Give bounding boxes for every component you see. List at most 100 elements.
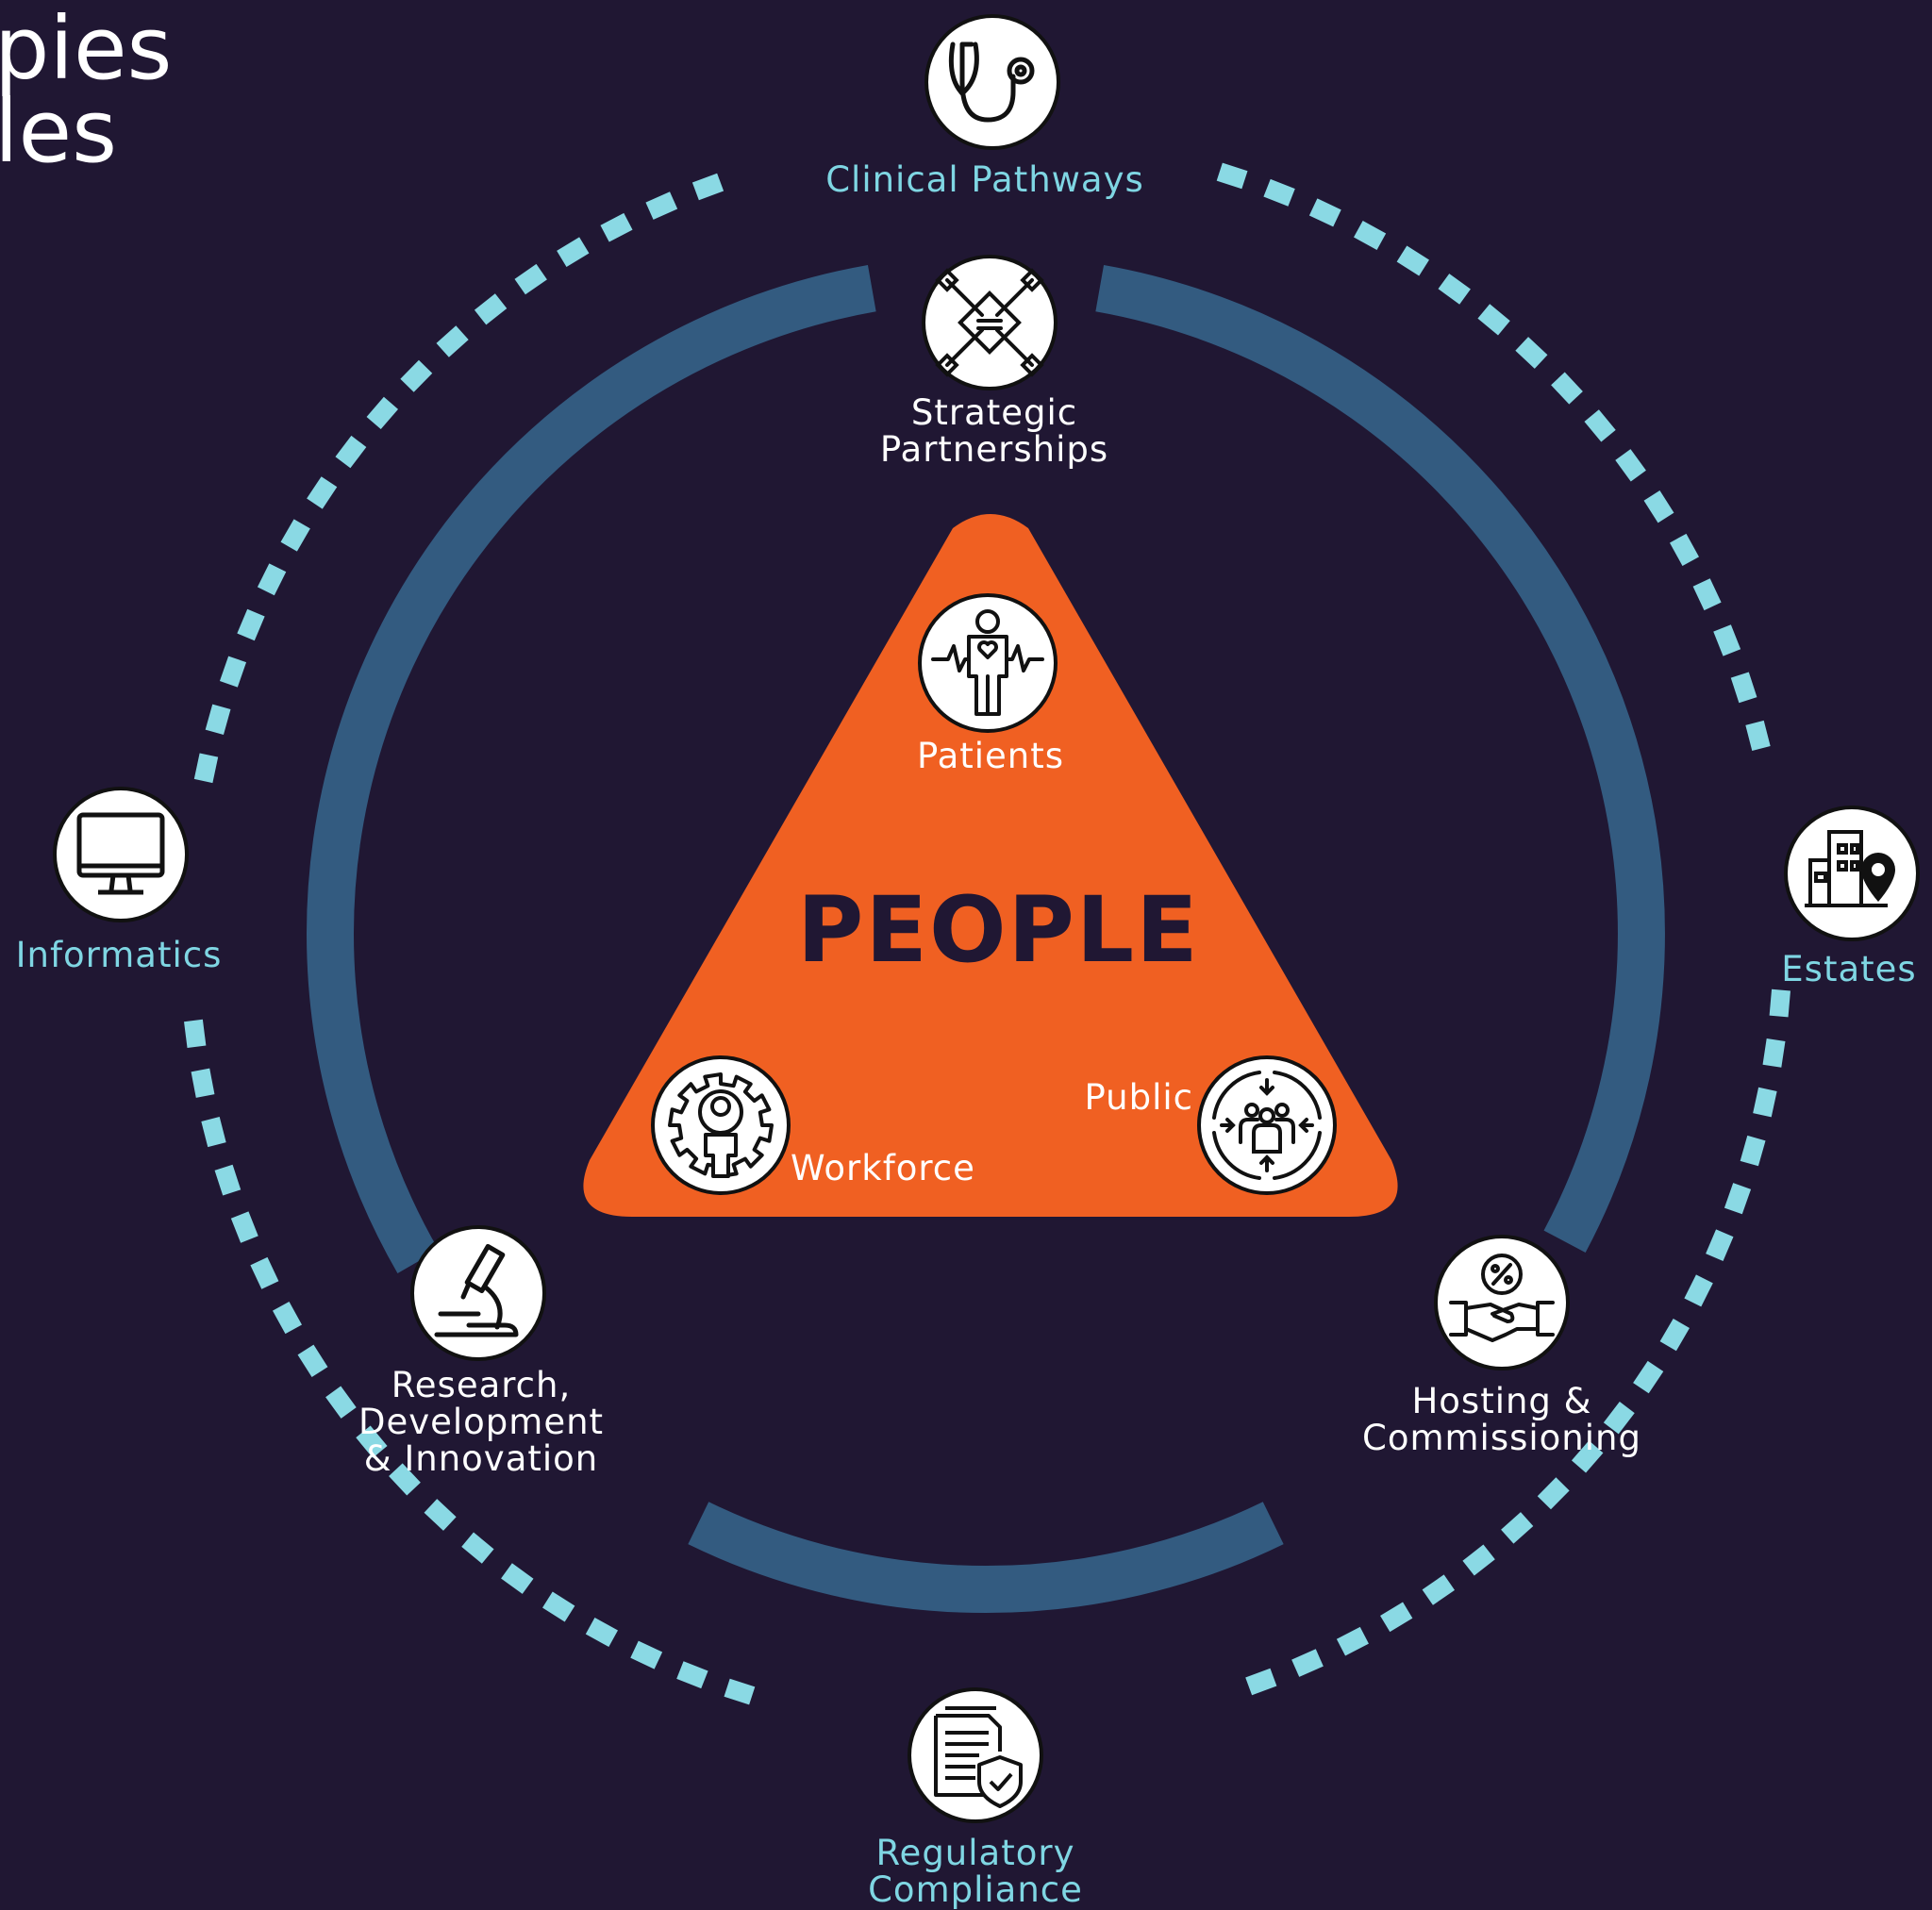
- outer-ring-dot: [474, 293, 508, 325]
- outer-ring-dot: [250, 1256, 279, 1289]
- outer-ring-dot: [325, 1386, 357, 1419]
- outer-ring-dot: [1669, 533, 1700, 566]
- person-gear-icon: [651, 1055, 791, 1195]
- outer-ring-dot: [1724, 1183, 1752, 1215]
- outer-ring-dot: [219, 656, 247, 688]
- outer-ring-dot: [1684, 1274, 1713, 1307]
- outer-ring-dot: [501, 1563, 534, 1594]
- outer-ring-dot: [1515, 337, 1548, 369]
- outer-ring-dot: [1216, 162, 1248, 190]
- microscope-icon: [410, 1225, 546, 1361]
- outer-ring-dot: [1584, 409, 1616, 442]
- informatics-label: Informatics: [15, 935, 223, 975]
- outer-ring-dot: [1762, 1038, 1786, 1068]
- outer-ring-dot: [184, 1019, 207, 1049]
- outer-ring-dot: [600, 212, 633, 242]
- outer-ring-dot: [1643, 490, 1674, 523]
- strategic-partnerships-line-2: Partnerships: [879, 428, 1109, 470]
- research-line-2: Development: [358, 1401, 605, 1442]
- outer-ring-dot: [1263, 178, 1295, 207]
- research-line-3: & Innovation: [363, 1437, 599, 1479]
- outer-ring-dot: [1336, 1626, 1369, 1656]
- outer-ring-dot: [237, 608, 265, 641]
- document-shield-icon: [908, 1687, 1043, 1823]
- outer-ring-dot: [201, 1117, 226, 1148]
- outer-ring-dot: [630, 1640, 663, 1669]
- clinical-pathways-label: Clinical Pathways: [825, 159, 1144, 200]
- patient-heartbeat-icon: [918, 593, 1058, 733]
- outer-ring-dot: [1245, 1668, 1277, 1696]
- outer-ring-dot: [691, 173, 724, 201]
- handshake-percent-icon: [1434, 1235, 1570, 1370]
- strategic-partnerships-line-1: Strategic: [910, 392, 1078, 433]
- outer-ring-dot: [400, 359, 433, 392]
- outer-ring-dot: [191, 1068, 215, 1098]
- inner-ring: [307, 264, 1665, 1613]
- hosting-line-2: Commissioning: [1362, 1417, 1641, 1458]
- outer-ring-dot: [1396, 245, 1429, 276]
- outer-ring-dot: [1713, 624, 1741, 656]
- outer-ring-dot: [1438, 274, 1471, 305]
- outer-ring-dot: [1422, 1574, 1456, 1605]
- outer-ring-dot: [214, 1164, 242, 1196]
- public-label: Public: [1084, 1077, 1193, 1118]
- outer-dotted-ring: [184, 162, 1790, 1705]
- hosting-label: Hosting & Commissioning: [1313, 1381, 1690, 1458]
- outer-ring-dot: [297, 1344, 328, 1377]
- patients-label: Patients: [916, 736, 1065, 776]
- regulatory-compliance-label: Regulatory Compliance: [787, 1835, 1164, 1909]
- people-title: PEOPLE: [797, 877, 1200, 983]
- outer-ring-dot: [1692, 578, 1722, 611]
- outer-ring-dot: [461, 1532, 494, 1564]
- outer-ring-dot: [1537, 1477, 1570, 1510]
- outer-ring-dot: [1633, 1360, 1664, 1394]
- stethoscope-icon: [924, 14, 1060, 150]
- outer-ring-dot: [335, 435, 367, 469]
- outer-ring-dot: [272, 1302, 303, 1335]
- strategic-partnerships-label: Strategic Partnerships: [806, 392, 1183, 470]
- outer-ring-dot: [1291, 1649, 1324, 1677]
- outer-ring-dot: [257, 563, 287, 596]
- inner-ring-arc-top-right: [1095, 264, 1665, 1254]
- outer-ring-dot: [280, 519, 310, 552]
- outer-ring-dot: [366, 396, 399, 430]
- outer-ring-dot: [1462, 1544, 1495, 1576]
- outer-ring-dot: [389, 1463, 421, 1496]
- inner-ring-arc-top-left: [307, 264, 876, 1273]
- outer-ring-dot: [1477, 304, 1510, 336]
- outer-ring-dot: [1730, 672, 1757, 704]
- monitor-icon: [53, 787, 189, 922]
- hosting-line-1: Hosting &: [1411, 1381, 1592, 1421]
- joined-hands-icon: [922, 255, 1058, 390]
- research-label: Research, Development & Innovation: [292, 1367, 670, 1479]
- outer-ring-dot: [1769, 988, 1790, 1018]
- outer-ring-dot: [436, 325, 469, 357]
- outer-ring-dot: [514, 263, 547, 295]
- group-cycle-icon: [1197, 1055, 1337, 1195]
- outer-ring-dot: [230, 1211, 258, 1243]
- outer-ring-dot: [205, 704, 231, 735]
- estates-label: Estates: [1781, 949, 1917, 989]
- title-fragment-line-2: les: [0, 81, 118, 182]
- outer-ring-dot: [1753, 1087, 1777, 1118]
- outer-ring-dot: [1740, 1135, 1766, 1167]
- outer-ring-dot: [1603, 1402, 1635, 1435]
- inner-ring-arc-bottom: [688, 1502, 1284, 1613]
- outer-ring-dot: [1745, 720, 1771, 751]
- title-fragment-line-1: pies: [0, 0, 173, 99]
- outer-ring-dot: [193, 753, 219, 784]
- regulatory-compliance-line-2: Compliance: [868, 1868, 1083, 1910]
- building-location-icon: [1784, 806, 1920, 941]
- outer-ring-dot: [424, 1499, 457, 1531]
- outer-ring-dot: [1551, 372, 1583, 405]
- outer-ring-dot: [1706, 1229, 1734, 1261]
- outer-ring-dot: [1501, 1512, 1534, 1544]
- outer-ring-dot: [585, 1617, 618, 1648]
- outer-ring-dot: [724, 1678, 756, 1705]
- outer-ring-dot: [1615, 449, 1646, 482]
- outer-ring-dot: [1354, 220, 1387, 251]
- outer-ring-dot: [542, 1591, 575, 1622]
- outer-ring-dot: [1308, 198, 1341, 227]
- outer-ring-dot: [307, 476, 338, 509]
